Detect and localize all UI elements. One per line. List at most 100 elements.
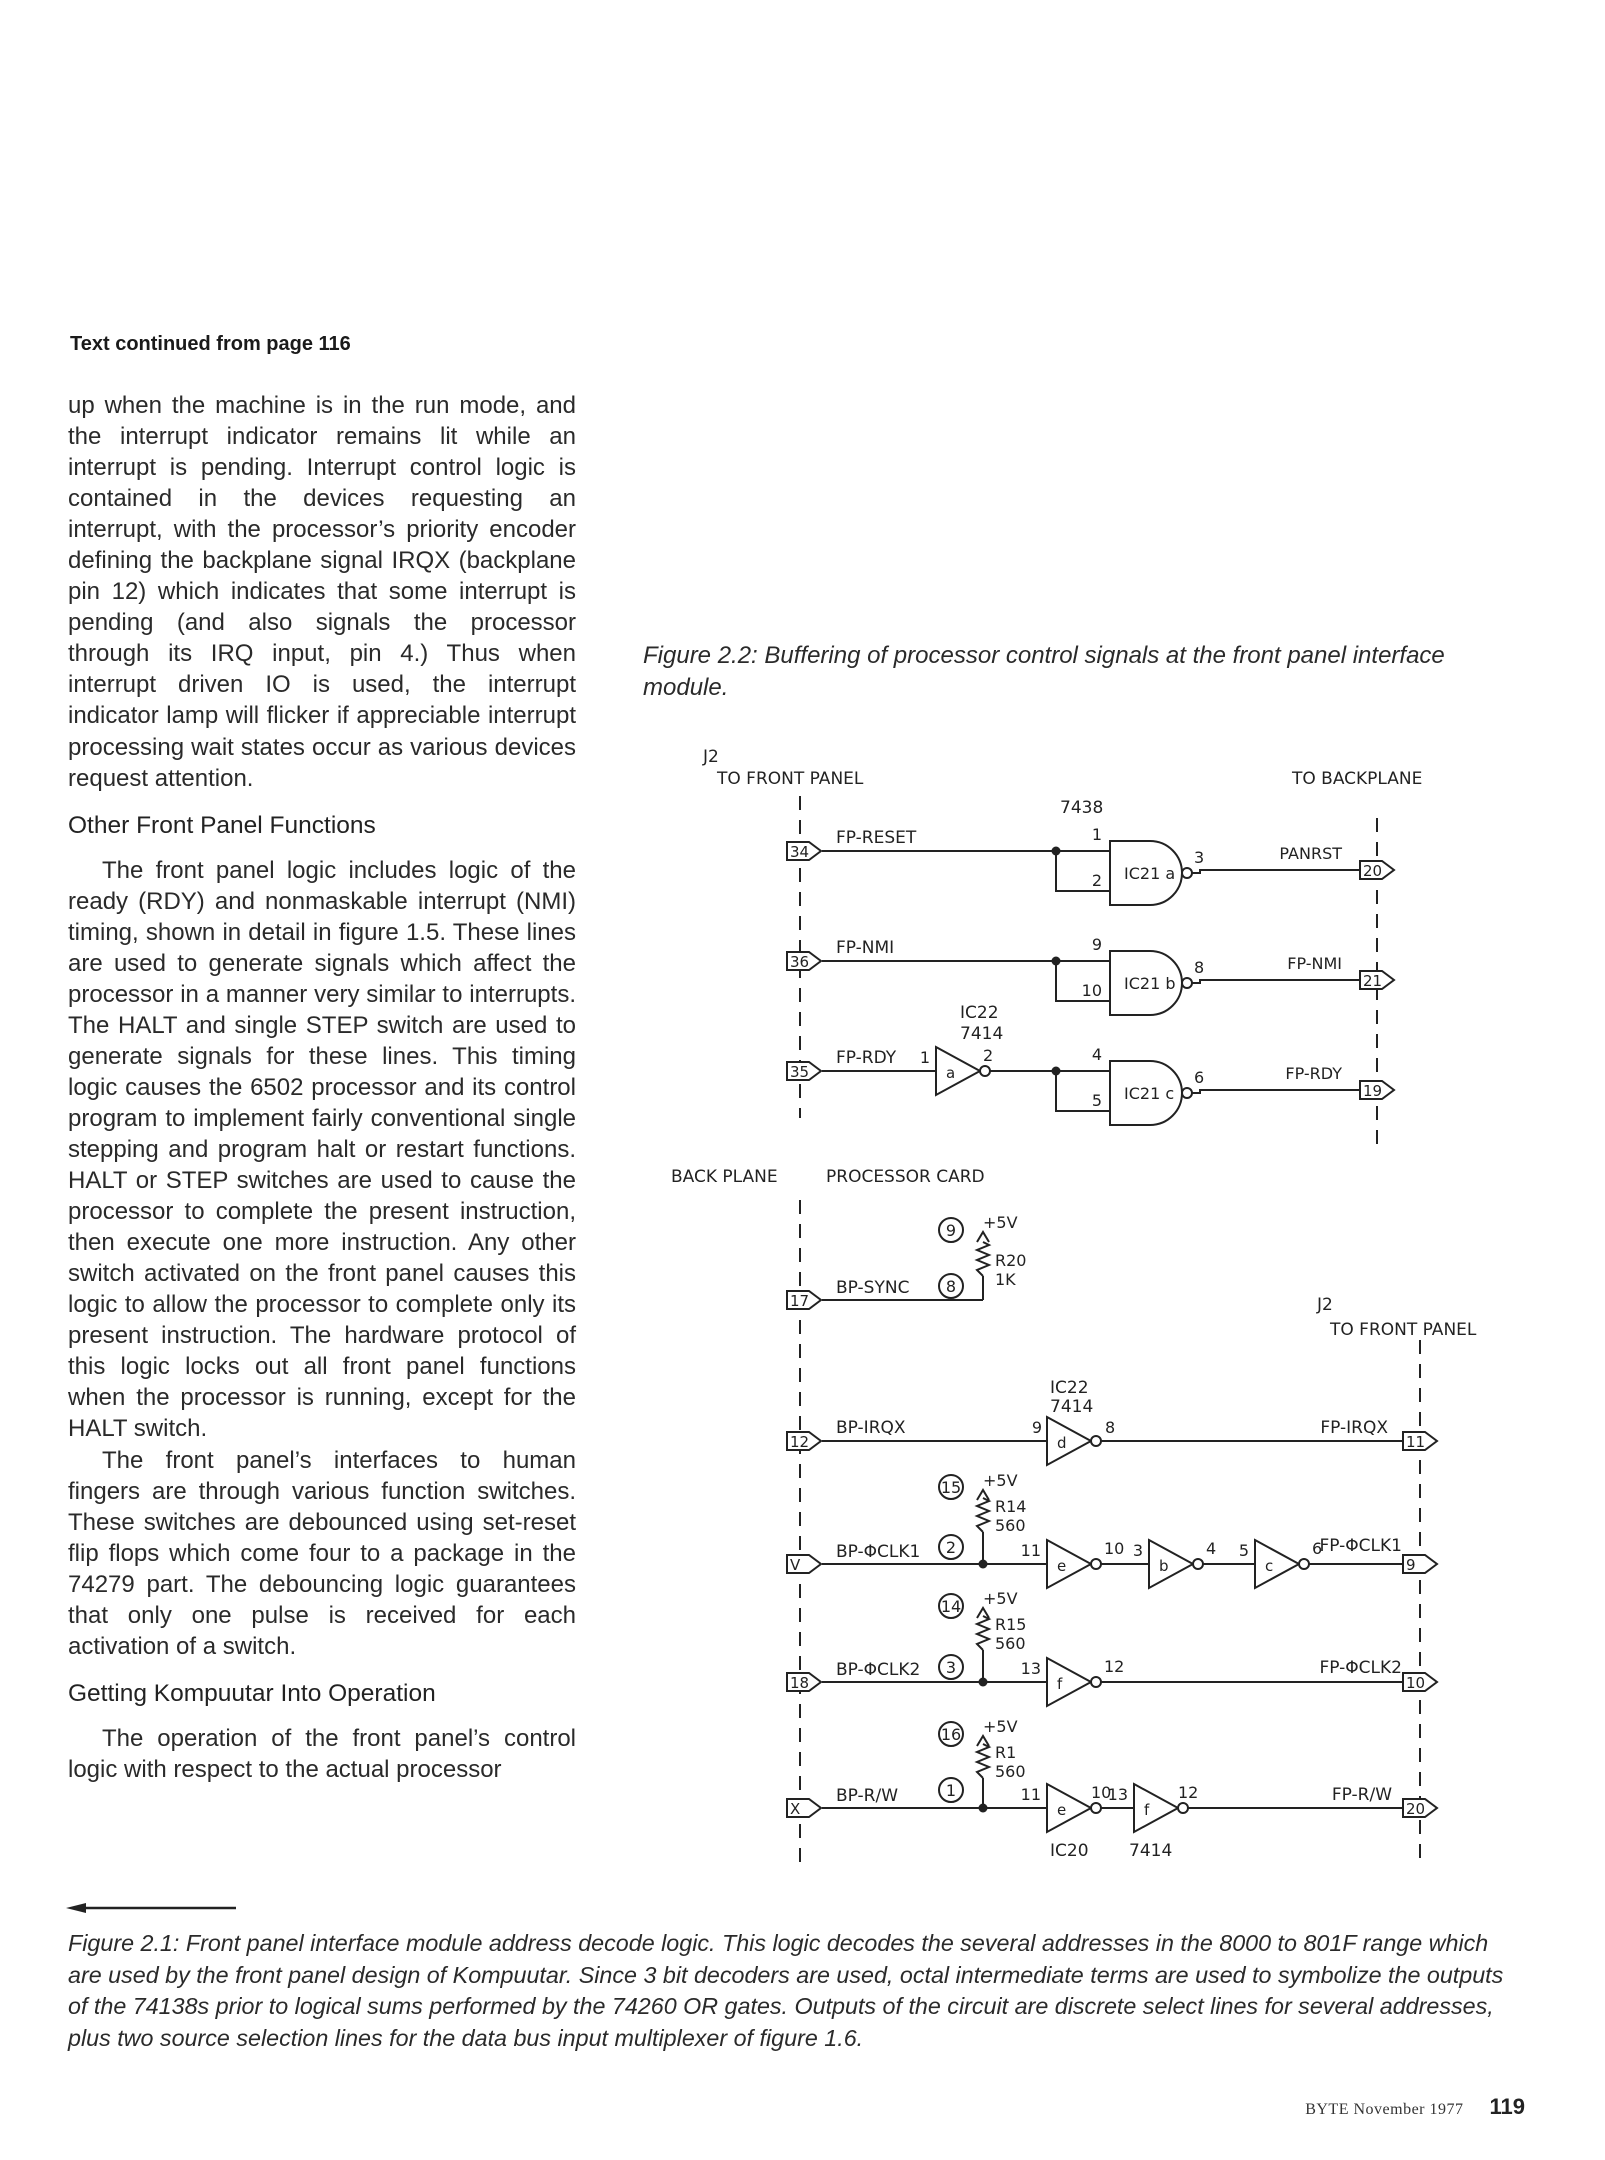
chip-part: 7414: [960, 1024, 1003, 1044]
connector-pin-label: X: [790, 1800, 800, 1818]
right-side-label: TO BACKPLANE: [1291, 769, 1422, 789]
resistor-name: R1: [995, 1743, 1016, 1762]
wire: [1055, 851, 1110, 892]
test-point-label: 14: [941, 1597, 961, 1616]
left-arrow-icon: [66, 1903, 236, 1913]
gate-label: f: [1144, 1801, 1150, 1819]
pin-number: 6: [1194, 1068, 1204, 1087]
inverter-gate: [1046, 1656, 1094, 1708]
connector-pin-label: 35: [790, 1063, 809, 1081]
wire: [1055, 961, 1110, 1002]
wire: [1192, 979, 1360, 984]
wire: [1192, 1089, 1360, 1094]
wire: [1192, 869, 1360, 874]
resistor: [974, 1241, 992, 1277]
section-heading: Getting Kompuutar Into Operation: [68, 1679, 436, 1707]
pin-number: 9: [1092, 935, 1102, 954]
inverter-gate: [1254, 1538, 1302, 1590]
figure-2-1-caption: Figure 2.1: Front panel interface module…: [68, 1930, 1504, 2051]
pin-number: 2: [983, 1046, 993, 1065]
body-column: up when the machine is in the run mode, …: [68, 390, 576, 1785]
chip-part: 7414: [1050, 1397, 1093, 1417]
signal-label: FP-RDY: [836, 1048, 897, 1068]
connector-pin: [786, 1672, 823, 1692]
test-point-label: 3: [946, 1658, 956, 1677]
pin-number: 11: [1021, 1541, 1041, 1560]
paragraph: The front panel’s interfaces to human fi…: [68, 1446, 576, 1660]
gate-label: IC21 b: [1124, 974, 1176, 993]
resistor: [974, 1615, 992, 1651]
paragraph: up when the machine is in the run mode, …: [68, 392, 576, 792]
resistor: [974, 1497, 992, 1533]
pin-number: 3: [1194, 848, 1204, 867]
vcc-label: +5V: [983, 1717, 1018, 1736]
signal-label: BP-R/W: [836, 1786, 898, 1806]
junction-dot: [978, 1559, 988, 1569]
connector-pin-label: 18: [790, 1674, 809, 1692]
connector-pin-label: 20: [1406, 1800, 1425, 1818]
page-footer: BYTE November 1977 119: [1305, 2094, 1525, 2120]
pin-number: 10: [1104, 1539, 1124, 1558]
chip-name: IC20: [1050, 1841, 1089, 1861]
inverter-bubble: [1181, 1087, 1193, 1099]
signal-label: PANRST: [1279, 844, 1342, 863]
pin-number: 2: [1092, 871, 1102, 890]
right-side-label: TO FRONT PANEL: [1329, 1320, 1477, 1340]
wire: [1055, 1071, 1110, 1112]
resistor-name: R15: [995, 1615, 1026, 1634]
connector-pin: [786, 1431, 823, 1451]
pin-number: 3: [1133, 1541, 1143, 1560]
resistor-name: R20: [995, 1251, 1026, 1270]
signal-label: FP-RDY: [1285, 1064, 1342, 1083]
pin-number: 12: [1178, 1783, 1198, 1802]
gate-label: e: [1057, 1801, 1066, 1819]
signal-label: FP-RESET: [836, 828, 917, 848]
connector-pin: [1402, 1672, 1439, 1692]
gate-label: a: [946, 1064, 955, 1082]
connector-pin: [786, 1798, 823, 1818]
signal-label: FP-NMI: [836, 938, 894, 958]
pin-number: 8: [1194, 958, 1204, 977]
connector-pin: [1359, 1080, 1396, 1100]
vcc-arrow: [976, 1734, 990, 1747]
signal-label: FP-ΦCLK1: [1320, 1536, 1402, 1556]
signal-label: FP-IRQX: [1320, 1418, 1388, 1438]
left-side-label: TO FRONT PANEL: [716, 769, 864, 789]
test-point-label: 8: [946, 1277, 956, 1296]
connector-pin: [1402, 1431, 1439, 1451]
junction-dot: [978, 1677, 988, 1687]
pin-number: 10: [1082, 981, 1102, 1000]
connector-pin: [1402, 1554, 1439, 1574]
resistor-value: 560: [995, 1762, 1026, 1781]
connector-pin: [1402, 1798, 1439, 1818]
connector-pin-label: 20: [1363, 862, 1382, 880]
pin-number: 5: [1239, 1541, 1249, 1560]
inverter-bubble: [1090, 1802, 1102, 1814]
inverter-gate: [1133, 1782, 1181, 1834]
connector-name: J2: [1316, 1295, 1333, 1315]
gate-label: b: [1159, 1557, 1169, 1575]
inverter-bubble: [1298, 1558, 1310, 1570]
test-point-label: 9: [946, 1221, 956, 1240]
connector-pin: [786, 951, 823, 971]
connector-pin-label: 21: [1363, 972, 1382, 990]
connector-pin-label: 9: [1406, 1556, 1416, 1574]
magazine-issue: BYTE November 1977: [1305, 2101, 1464, 2118]
connector-pin-label: 36: [790, 953, 809, 971]
pin-number: 8: [1105, 1418, 1115, 1437]
pin-number: 13: [1021, 1659, 1041, 1678]
pin-number: 12: [1104, 1657, 1124, 1676]
chip-part: 7414: [1129, 1841, 1172, 1861]
inverter-bubble: [1090, 1435, 1102, 1447]
resistor-value: 1K: [995, 1270, 1016, 1289]
test-point-label: 1: [946, 1781, 956, 1800]
test-point: [938, 1654, 964, 1680]
pin-number: 1: [1092, 825, 1102, 844]
inverter-bubble: [1181, 867, 1193, 879]
inverter-bubble: [1177, 1802, 1189, 1814]
gate-label: IC21 c: [1124, 1084, 1174, 1103]
left-side-label: BACK PLANE: [671, 1167, 778, 1187]
test-point: [938, 1534, 964, 1560]
connector-pin-label: 17: [790, 1292, 809, 1310]
left-side-label: PROCESSOR CARD: [826, 1167, 985, 1187]
